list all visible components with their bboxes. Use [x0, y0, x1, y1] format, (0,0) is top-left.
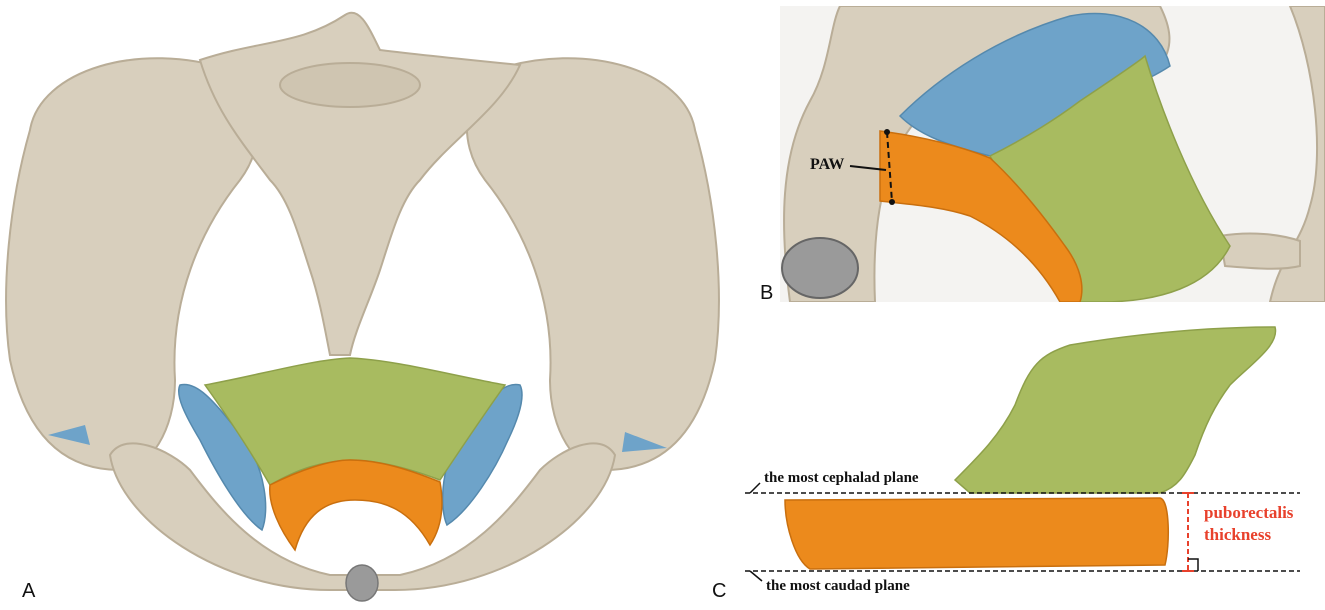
caudad-plane-label: the most caudad plane — [766, 578, 910, 595]
puborectalis — [785, 498, 1168, 569]
paw-top-point — [884, 129, 890, 135]
pubic-node — [782, 238, 858, 298]
cephalad-leader — [750, 483, 760, 493]
panel-c-label: C — [712, 580, 726, 603]
paw-bottom-point — [889, 199, 895, 205]
cephalad-plane-label: the most cephalad plane — [764, 470, 919, 487]
bone-right-bar — [1220, 234, 1300, 269]
caudad-leader — [750, 571, 762, 581]
closeup-illustration — [780, 6, 1325, 302]
panel-a-label: A — [22, 580, 35, 603]
pubococcygeus — [955, 327, 1276, 493]
pubic-symphysis-node — [346, 565, 378, 601]
puborectalis — [270, 460, 442, 550]
pelvis-illustration — [0, 0, 725, 610]
panel-b-label: B — [760, 282, 773, 305]
panel-c: the most cephalad plane the most caudad … — [730, 315, 1325, 610]
left-iliac-wing — [6, 58, 258, 470]
thickness-label-line2: thickness — [1204, 525, 1271, 545]
panel-b: PAW B — [780, 6, 1325, 302]
thickness-label-line1: puborectalis — [1204, 503, 1293, 523]
paw-label: PAW — [810, 156, 844, 174]
right-angle-marker — [1188, 559, 1198, 571]
panel-a: A — [0, 0, 725, 610]
thickness-illustration — [730, 315, 1325, 610]
